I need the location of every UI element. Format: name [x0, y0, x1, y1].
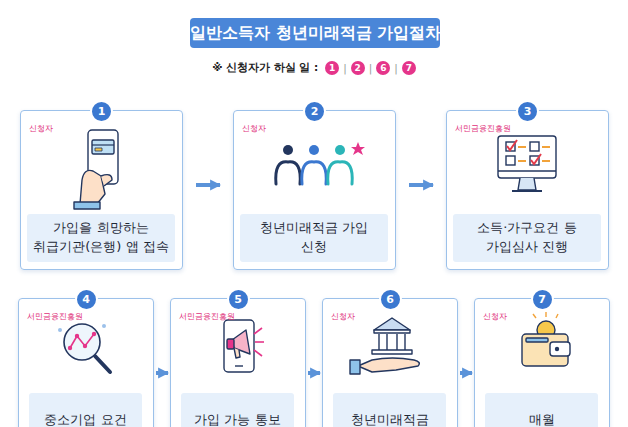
step-badge: 1 [325, 61, 339, 75]
step-box: 7신청자매월 [474, 298, 610, 427]
step-badge: 2 [351, 61, 365, 75]
step-label-box: 청년미래적금 [333, 393, 446, 427]
subtitle-row: ※ 신청자가 하실 일 :1|2|6|7 [0, 59, 628, 77]
phone-megaphone-icon [224, 320, 264, 372]
separator: | [394, 62, 398, 74]
step-number: 1 [90, 100, 113, 123]
flow-arrow [196, 183, 220, 187]
step-label-box: 매월 [485, 393, 598, 427]
step-number: 5 [227, 288, 250, 311]
flow-arrow [156, 371, 168, 375]
step-text: 중소기업 요건 [44, 411, 126, 427]
step-text: 가입을 희망하는 취급기관(은행) 앱 접속 [32, 219, 170, 257]
step-number: 3 [516, 100, 539, 123]
step-number: 7 [531, 288, 554, 311]
step-number: 4 [75, 288, 98, 311]
step-text: 매월 [529, 411, 555, 427]
actor-tag: 신청자 [323, 311, 457, 322]
step-badge: 6 [376, 61, 390, 75]
step-badge: 7 [402, 61, 416, 75]
step-text: 소득·가구요건 등 가입심사 진행 [458, 219, 596, 257]
flow-arrow [409, 183, 433, 187]
step-box: 1신청자가입을 희망하는 취급기관(은행) 앱 접속 [20, 110, 183, 270]
magnifier-chart-icon [58, 324, 110, 372]
step-label-box: 가입을 희망하는 취급기관(은행) 앱 접속 [27, 214, 175, 262]
actor-tag: 서민금융진흥원 [19, 311, 153, 322]
subtitle-note: ※ 신청자가 하실 일 : [212, 61, 318, 75]
flow-arrow [460, 371, 472, 375]
step-box: 3서민금융진흥원소득·가구요건 등 가입심사 진행 [446, 110, 609, 270]
step-label-box: 청년미래적금 가입 신청 [240, 214, 388, 262]
people-logo-icon [276, 142, 365, 184]
separator: | [369, 62, 373, 74]
step-text: 청년미래적금 가입 신청 [245, 219, 383, 257]
step-label-box: 소득·가구요건 등 가입심사 진행 [453, 214, 601, 262]
step-text: 청년미래적금 [351, 411, 429, 427]
wallet-icon [522, 312, 570, 366]
step-box: 4서민금융진흥원중소기업 요건 [18, 298, 154, 427]
bank-hand-icon [350, 318, 419, 374]
actor-tag: 서민금융진흥원 [171, 311, 305, 322]
title-banner: 일반소득자 청년미래적금 가입절차 [190, 18, 440, 48]
step-text: 가입 가능 통보 [194, 411, 280, 427]
actor-tag: 신청자 [21, 123, 182, 134]
phone-hand-icon [74, 130, 118, 209]
step-box: 2신청자청년미래적금 가입 신청 [233, 110, 396, 270]
step-box: 5서민금융진흥원가입 가능 통보 [170, 298, 306, 427]
step-label-box: 중소기업 요건 [29, 393, 142, 427]
actor-tag: 신청자 [475, 311, 609, 322]
flow-arrow [308, 371, 320, 375]
actor-tag: 신청자 [234, 123, 395, 134]
step-number: 2 [303, 100, 326, 123]
step-number: 6 [379, 288, 402, 311]
step-label-box: 가입 가능 통보 [181, 393, 294, 427]
separator: | [343, 62, 347, 74]
step-box: 6신청자청년미래적금 [322, 298, 458, 427]
monitor-checklist-icon [498, 136, 556, 191]
actor-tag: 서민금융진흥원 [447, 123, 608, 134]
